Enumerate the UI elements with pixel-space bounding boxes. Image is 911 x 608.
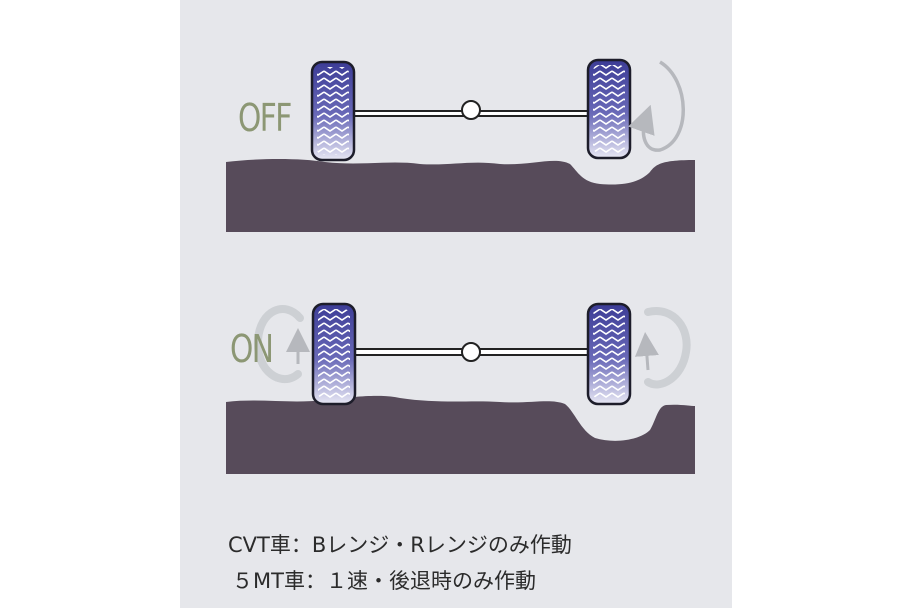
- off-scene: [226, 58, 695, 232]
- differential-bottom: [461, 342, 481, 362]
- diagram-panel: [180, 0, 732, 608]
- rotation-arrow-on-left: [253, 305, 304, 383]
- tire-top-left: [310, 60, 356, 162]
- rotation-arrow-off-right: [628, 60, 685, 152]
- ground-bottom: [226, 395, 695, 474]
- caption-5mt: ５MT車：１速・後退時のみ作動: [232, 569, 536, 593]
- tire-top-right: [586, 58, 632, 160]
- off-label: OFF: [238, 96, 292, 140]
- on-label: ON: [230, 327, 274, 371]
- rotation-arrow-on-right: [644, 307, 691, 389]
- tire-bottom-left: [311, 302, 357, 406]
- differential-top: [461, 100, 481, 120]
- ground-top: [226, 159, 695, 232]
- on-scene: [226, 302, 695, 474]
- caption-cvt: CVT車：Bレンジ・Rレンジのみ作動: [228, 533, 572, 557]
- tire-bottom-right: [586, 302, 632, 406]
